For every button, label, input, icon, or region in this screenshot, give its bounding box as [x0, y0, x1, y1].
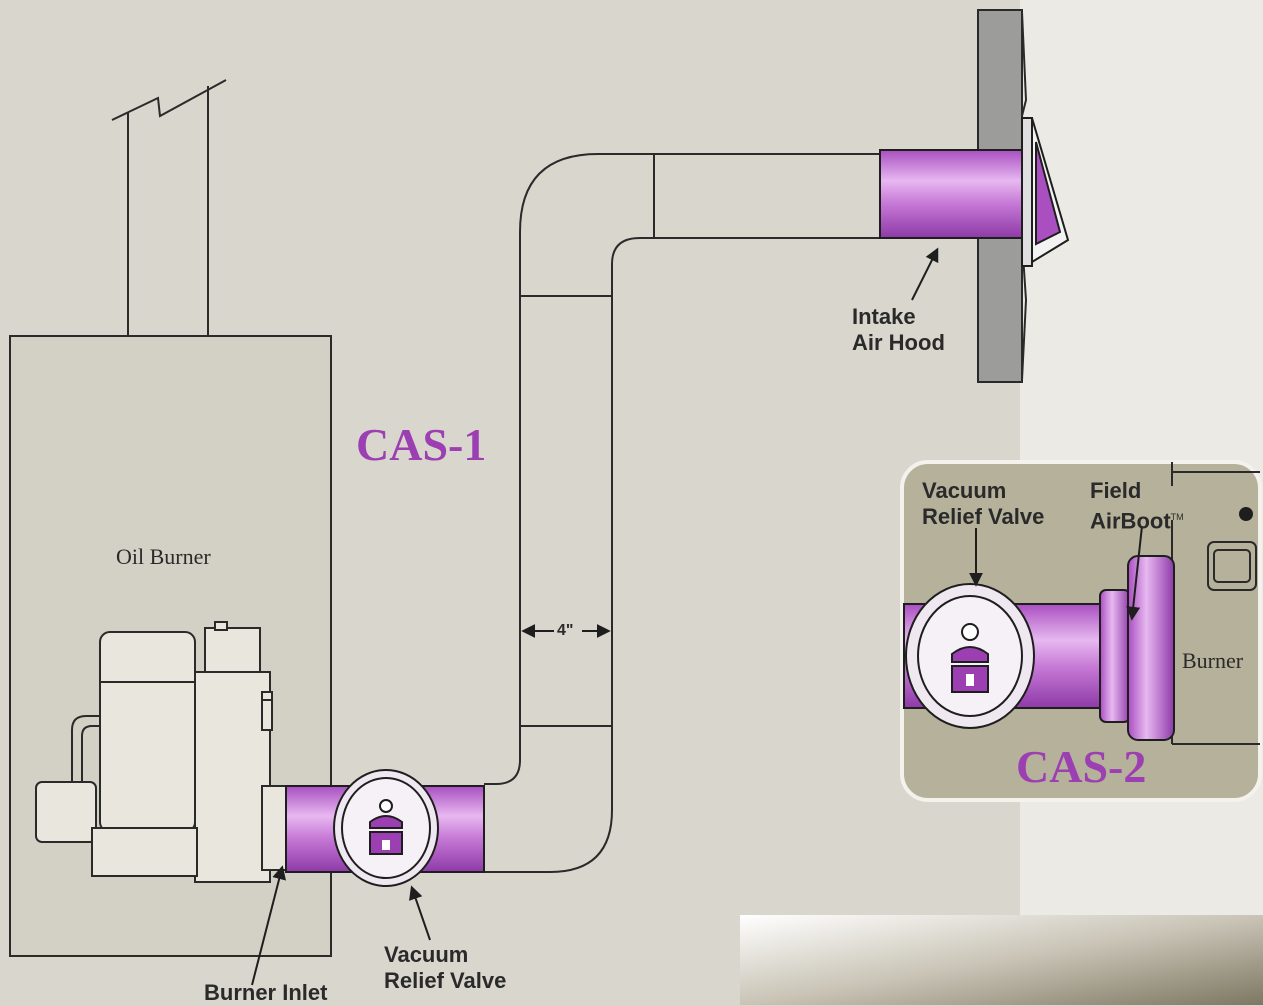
intake-label-line2: Air Hood: [852, 330, 945, 355]
bottom-right-shade: [740, 915, 1263, 1005]
inset-field-label-line1: Field: [1090, 478, 1142, 503]
ductwork: [484, 153, 880, 873]
cas2-inset: [900, 460, 1262, 802]
cas1-title: CAS-1: [356, 419, 487, 470]
cas2-title: CAS-2: [1016, 741, 1147, 792]
burner-inlet-label: Burner Inlet: [204, 980, 328, 1005]
vacuum-relief-label-line2: Relief Valve: [384, 968, 507, 993]
cas1-pipe-assembly: [285, 769, 485, 887]
intake-air-hood: [879, 117, 1070, 267]
burner-assembly: [35, 621, 287, 883]
width-dimension-label: 4": [557, 622, 574, 639]
inset-airboot-text: AirBoot: [1090, 508, 1171, 534]
inset-vacuum-label-line1: Vacuum: [922, 478, 1007, 503]
chimney: [111, 79, 227, 336]
intake-label-line1: Intake: [852, 304, 916, 329]
inset-field-label-line2: AirBootTM: [1090, 504, 1184, 534]
oil-burner-label: Oil Burner: [116, 544, 211, 569]
vacuum-relief-arrow: [409, 885, 431, 941]
burner-inlet-arrow: [251, 865, 286, 986]
trademark-mark: TM: [1170, 512, 1184, 522]
inset-vacuum-label-line2: Relief Valve: [922, 504, 1045, 529]
intake-arrow: [911, 247, 939, 301]
vacuum-relief-label-line1: Vacuum: [384, 942, 469, 967]
inset-burner-label: Burner: [1182, 648, 1244, 673]
